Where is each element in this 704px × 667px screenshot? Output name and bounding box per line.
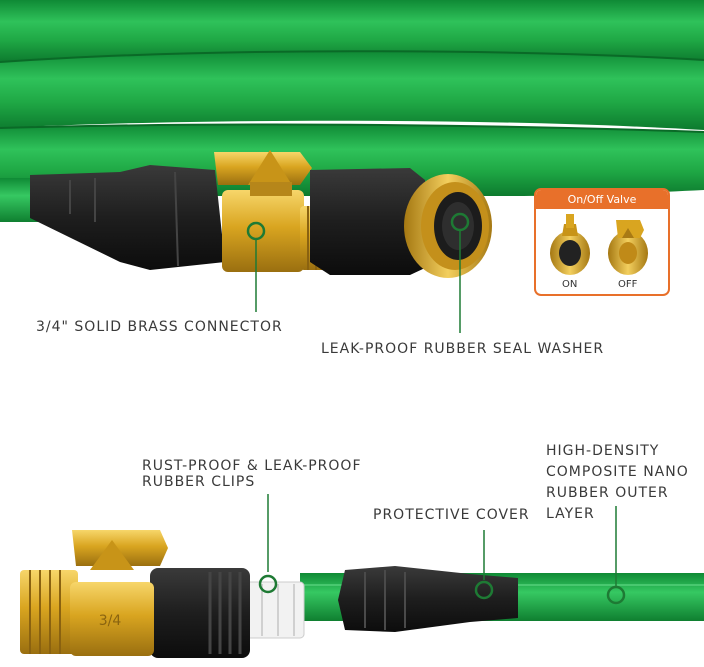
valve-on-illustration bbox=[550, 214, 590, 275]
top-black-strain-relief bbox=[30, 165, 225, 270]
valve-inset-title: On/Off Valve bbox=[536, 190, 668, 209]
marker-protective-cover bbox=[474, 580, 494, 600]
valve-inset-illustration bbox=[550, 214, 648, 275]
label-outer-layer-2: COMPOSITE NANO bbox=[546, 464, 689, 480]
valve-inset: On/Off Valve ON OFF bbox=[534, 188, 670, 296]
bottom-brass-valve: 3/4 bbox=[20, 530, 168, 656]
callout-lines bbox=[255, 230, 617, 587]
valve-off-illustration bbox=[608, 220, 648, 275]
label-brass-connector: 3/4" SOLID BRASS CONNECTOR bbox=[36, 319, 283, 335]
valve-on-label: ON bbox=[562, 279, 578, 290]
label-protective-cover: PROTECTIVE COVER bbox=[373, 507, 530, 523]
top-black-fitting bbox=[310, 168, 425, 275]
coiled-hose bbox=[0, 0, 704, 196]
marker-seal-washer bbox=[450, 212, 470, 232]
label-outer-layer-1: HIGH-DENSITY bbox=[546, 443, 660, 459]
top-valve-handle bbox=[214, 150, 312, 196]
bottom-black-fitting bbox=[150, 568, 250, 658]
top-brass-coupler bbox=[404, 174, 492, 278]
marker-outer-layer bbox=[606, 585, 626, 605]
bottom-protective-cover bbox=[338, 566, 518, 632]
label-rubber-clips-2: RUBBER CLIPS bbox=[142, 474, 256, 490]
marker-brass-connector bbox=[246, 221, 266, 241]
label-seal-washer: LEAK-PROOF RUBBER SEAL WASHER bbox=[321, 341, 605, 357]
fitting-marking: 3/4 bbox=[99, 613, 122, 629]
bottom-rubber-clip bbox=[245, 581, 305, 639]
label-rubber-clips-1: RUST-PROOF & LEAK-PROOF bbox=[142, 458, 362, 474]
valve-off-label: OFF bbox=[618, 279, 638, 290]
label-outer-layer-3: RUBBER OUTER bbox=[546, 485, 669, 501]
callout-markers bbox=[246, 212, 626, 605]
label-outer-layer-4: LAYER bbox=[546, 506, 595, 522]
marker-rubber-clips bbox=[258, 574, 278, 594]
